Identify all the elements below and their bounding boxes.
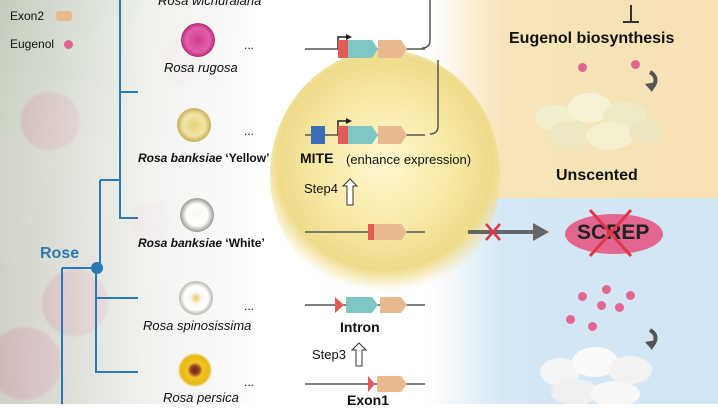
gene-structure-banksiae-yellow (305, 118, 425, 144)
exon1-label: Exon1 (347, 392, 390, 408)
eugenol-dot (626, 291, 635, 300)
eugenol-dot (566, 315, 575, 324)
unscented-flower-cluster (535, 93, 661, 150)
gene-structure-banksiae-white (305, 224, 425, 240)
ellipsis: ... (244, 124, 255, 138)
eugenol-dot (631, 60, 640, 69)
species-name: Rosa rugosa (164, 60, 238, 75)
phylogenetic-tree (61, 0, 138, 404)
rosa-banksiae-white-flower-image (180, 198, 214, 232)
eugenol-dot (615, 303, 624, 312)
blocked-cross-icon (485, 223, 501, 241)
scented-flower-cluster (540, 347, 652, 404)
rosa-banksiae-yellow-flower-image (177, 108, 211, 142)
gene-structure-rugosa (305, 34, 425, 58)
step3-arrow-icon (350, 342, 368, 367)
unscented-label: Unscented (556, 167, 638, 184)
species-name: Rosa persica (163, 390, 239, 405)
species-name: Rosa banksiae (138, 236, 223, 250)
ellipsis: ... (244, 299, 255, 313)
eugenol-dot (588, 322, 597, 331)
gene-structure-persica (305, 376, 425, 392)
step4-label: Step4 (304, 181, 338, 196)
cultivar-name: ‘White’ (225, 236, 265, 250)
ellipsis: ... (244, 38, 255, 52)
mite-label: MITE (300, 150, 334, 166)
gene-structure-spinosissima (305, 297, 425, 313)
step3-label: Step3 (312, 347, 346, 362)
intron-label: Intron (340, 319, 380, 335)
tree-root-node (91, 262, 103, 274)
eugenol-dot (578, 63, 587, 72)
rosa-spinosissima-flower-image (179, 281, 213, 315)
species-name: Rosa banksiae (138, 151, 223, 165)
gene-bracket-middle (429, 60, 439, 135)
eugenol-swatch (64, 40, 73, 49)
exon2-swatch (56, 11, 72, 21)
rosa-persica-flower-image (178, 353, 212, 387)
cultivar-name: ‘Yellow’ (225, 151, 270, 165)
eugenol-biosynthesis-label: Eugenol biosynthesis (509, 30, 675, 47)
species-name: Rosa wichuraiana (158, 0, 262, 8)
eugenol-dot (597, 301, 606, 310)
species-name: Rosa spinosissima (143, 318, 252, 333)
rosa-rugosa-flower-image (181, 23, 215, 57)
mite-note: (enhance expression) (346, 152, 472, 167)
legend-exon2-label: Exon2 (10, 9, 45, 23)
tree-root-label: Rose (40, 245, 80, 262)
ellipsis: ... (244, 375, 255, 389)
yellow-rose-image (270, 50, 500, 300)
gene-bracket-top (421, 0, 431, 49)
step4-arrow-icon (341, 178, 359, 206)
eugenol-dot (602, 285, 611, 294)
eugenol-dot (578, 292, 587, 301)
screp-label: SCREP (577, 221, 650, 244)
legend-eugenol-label: Eugenol (10, 37, 55, 51)
